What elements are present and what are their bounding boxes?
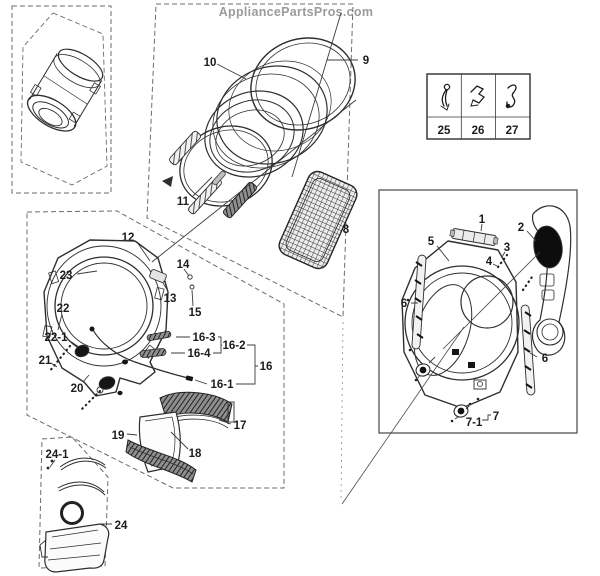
wire-hook-icon bbox=[505, 84, 517, 109]
part-label-20: 20 bbox=[71, 383, 84, 395]
part-label-6-right: 6 bbox=[542, 353, 548, 365]
part-label-13: 13 bbox=[164, 293, 177, 305]
part-label-19: 19 bbox=[112, 430, 125, 442]
table-part-number-26: 26 bbox=[472, 125, 485, 137]
detail-link-dashed-line bbox=[340, 321, 344, 503]
part-label-17: 17 bbox=[234, 420, 247, 432]
table-gridlines bbox=[427, 74, 530, 139]
part-label-24-1: 24-1 bbox=[45, 449, 69, 461]
part-label-7: 7 bbox=[493, 411, 499, 423]
parts-reference-table: 25 26 27 bbox=[426, 73, 531, 140]
region-drum-assembly: 10 9 11 12 8 bbox=[122, 3, 369, 503]
thumbnail-hexagon-border bbox=[20, 12, 108, 186]
part-label-15: 15 bbox=[189, 307, 202, 319]
rear-leader-lines bbox=[411, 223, 538, 421]
air-duct-drawing bbox=[125, 391, 235, 483]
part-label-23: 23 bbox=[60, 270, 73, 282]
region-exhaust-duct-assembly: 24-1 24 bbox=[38, 436, 128, 573]
frame-region-border bbox=[26, 210, 285, 489]
part-label-24: 24 bbox=[115, 520, 128, 532]
region-rear-cover-assembly: 1 2 3 4 5 6 6 7 7-1 bbox=[341, 189, 578, 505]
bearing-pads-and-screws bbox=[47, 344, 116, 411]
part-label-7-1: 7-1 bbox=[466, 417, 483, 429]
drum-leader-lines bbox=[136, 12, 358, 263]
frame-leader-lines bbox=[50, 268, 258, 450]
idler-and-screws-drawing bbox=[149, 269, 195, 290]
rear-duct-drawing bbox=[496, 205, 572, 356]
rear-seal-strips-drawing bbox=[411, 254, 536, 396]
part-label-5: 5 bbox=[428, 236, 435, 248]
felt-seal-strips-drawing bbox=[162, 130, 257, 219]
detail-pointer-lines bbox=[341, 251, 541, 505]
table-border bbox=[426, 73, 531, 140]
part-label-16-2: 16-2 bbox=[222, 340, 245, 352]
part-label-22-1: 22-1 bbox=[44, 332, 68, 344]
part-label-2: 2 bbox=[518, 222, 524, 234]
cord-clamp-icon bbox=[470, 85, 485, 107]
rear-region-border bbox=[378, 189, 578, 434]
part-label-16-4: 16-4 bbox=[187, 348, 211, 360]
front-frame-drawing bbox=[42, 239, 169, 397]
part-label-12: 12 bbox=[122, 232, 135, 244]
heater-grille-strip-drawing bbox=[449, 228, 499, 246]
part-label-18: 18 bbox=[189, 448, 202, 460]
watermark-text: AppliancePartsPros.com bbox=[219, 5, 374, 19]
retainer-clip-icon bbox=[440, 83, 451, 111]
part-label-9: 9 bbox=[363, 55, 369, 67]
part-label-14: 14 bbox=[177, 259, 190, 271]
part-label-10: 10 bbox=[204, 57, 217, 69]
region-front-assembly-thumbnail bbox=[11, 5, 112, 194]
drum-region-border bbox=[146, 3, 354, 318]
screw-dot-trail bbox=[47, 344, 72, 374]
duct-leader-lines bbox=[49, 459, 112, 525]
duct-region-border bbox=[38, 436, 109, 569]
screw-dot-trail bbox=[80, 389, 102, 411]
exhaust-duct-drawing bbox=[39, 457, 110, 573]
table-part-number-27: 27 bbox=[506, 125, 519, 137]
table-part-number-25: 25 bbox=[438, 125, 451, 137]
direction-arrow-icon bbox=[162, 176, 173, 187]
part-label-8: 8 bbox=[343, 224, 350, 236]
part-label-6-left: 6 bbox=[401, 298, 407, 310]
felt-strips-and-harness-drawing bbox=[89, 326, 194, 382]
thumbnail-border bbox=[11, 5, 112, 194]
part-label-22: 22 bbox=[57, 303, 70, 315]
drum-rollers-drawing bbox=[414, 363, 472, 423]
part-label-4: 4 bbox=[486, 256, 493, 268]
part-label-16-1: 16-1 bbox=[210, 379, 234, 391]
part-label-3: 3 bbox=[504, 242, 510, 254]
region-front-frame-assembly: 23 22 22-1 21 20 13 14 15 16-3 16-4 16-2… bbox=[26, 210, 285, 489]
part-label-1: 1 bbox=[479, 214, 486, 226]
part-label-16-3: 16-3 bbox=[192, 332, 215, 344]
wire-harness-line bbox=[92, 329, 189, 379]
part-label-11: 11 bbox=[177, 196, 190, 208]
screw-dot-trail bbox=[521, 275, 534, 292]
part-label-21: 21 bbox=[39, 355, 52, 367]
part-label-16: 16 bbox=[260, 361, 273, 373]
lint-filter-grille-drawing bbox=[278, 170, 358, 270]
assembled-drum-drawing bbox=[26, 48, 104, 132]
